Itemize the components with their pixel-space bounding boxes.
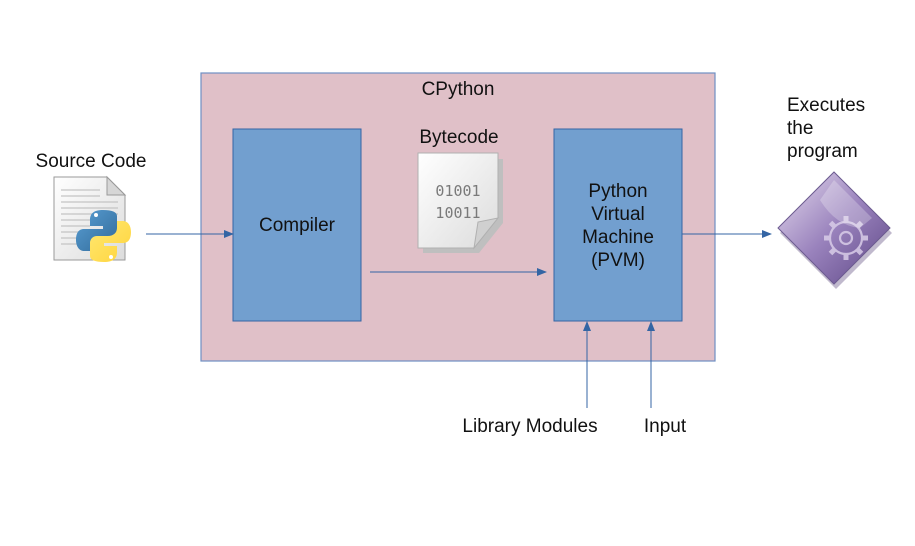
pvm-label-line2: Virtual <box>591 204 645 225</box>
bytecode-bits-line2: 10011 <box>435 204 480 222</box>
gear-diamond-icon <box>777 171 892 289</box>
pvm-label-line4: (PVM) <box>591 250 645 271</box>
cpython-title: CPython <box>422 79 495 100</box>
execute-label-line3: program <box>787 141 858 162</box>
input-label: Input <box>644 416 687 437</box>
compiler-box <box>232 128 362 322</box>
source-code-label: Source Code <box>36 151 147 172</box>
execute-label-line2: the <box>787 118 813 139</box>
library-modules-label: Library Modules <box>462 416 597 437</box>
pvm-label-line3: Machine <box>582 227 654 248</box>
pvm-label-line1: Python <box>588 181 647 202</box>
execute-label-line1: Executes <box>787 95 865 116</box>
binary-document-icon: 01001 10011 <box>417 152 503 253</box>
python-file-icon <box>53 175 131 262</box>
pvm-box <box>553 128 683 322</box>
bytecode-bits-line1: 01001 <box>435 182 480 200</box>
bytecode-label: Bytecode <box>419 127 498 148</box>
compiler-label: Compiler <box>259 215 336 236</box>
